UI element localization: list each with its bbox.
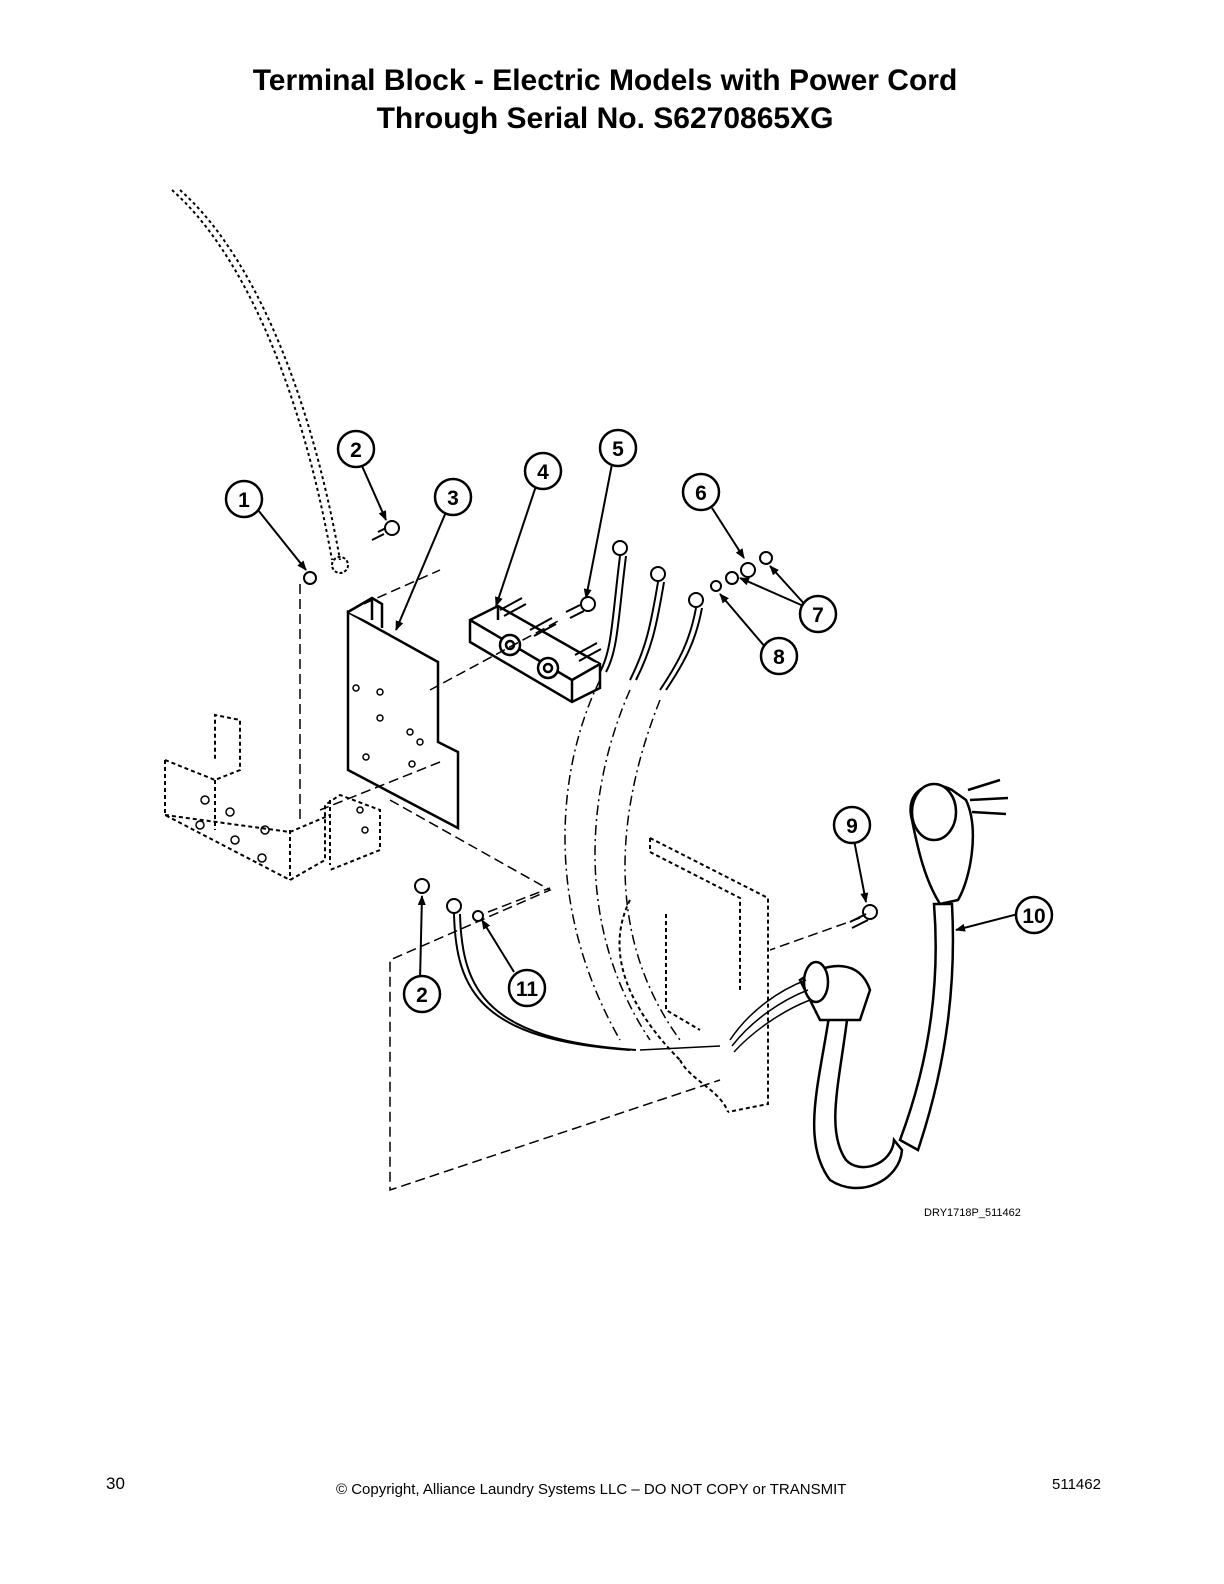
ring-terminal-c: [688, 592, 704, 608]
terminal-wires: [453, 555, 703, 1051]
document-number: 511462: [1052, 1476, 1101, 1493]
routed-wires-dashed: [564, 679, 681, 1041]
base-bracket: [164, 713, 381, 882]
mounting-plate: [346, 596, 460, 831]
nut-7: [759, 551, 773, 565]
terminal-studs: [499, 597, 602, 662]
svg-text:8: 8: [773, 646, 785, 669]
washer-8a: [710, 580, 722, 592]
page-title: Terminal Block - Electric Models with Po…: [0, 62, 1210, 138]
leader-arrows: [257, 463, 1019, 981]
callout-1: 1: [224, 479, 264, 519]
callout-5: 5: [598, 428, 638, 468]
lock-washer-1: [303, 571, 317, 585]
screw-5: [565, 604, 585, 619]
drawing-id: DRY1718P_511462: [924, 1207, 1021, 1219]
harness-ring-terminal: [331, 556, 349, 574]
terminal-block: [468, 604, 602, 704]
callout-8: 8: [759, 636, 799, 676]
title-line-1: Terminal Block - Electric Models with Po…: [252, 64, 958, 97]
callout-10: 10: [1014, 895, 1054, 935]
callout-2-bottom: 2: [402, 974, 442, 1014]
svg-text:6: 6: [695, 482, 707, 505]
callout-9: 9: [832, 805, 872, 845]
svg-text:10: 10: [1022, 905, 1045, 928]
copyright-notice: © Copyright, Alliance Laundry Systems LL…: [336, 1481, 847, 1498]
callouts: 1 2 3 4 5 6 7 8 9 10 2 11: [224, 428, 1054, 1014]
svg-text:9: 9: [846, 815, 858, 838]
callout-3: 3: [433, 477, 473, 517]
callout-7: 7: [798, 594, 838, 634]
nut-6: [740, 562, 756, 578]
callout-11: 11: [507, 968, 547, 1008]
ring-terminal-b: [650, 566, 666, 582]
outline-guides: [299, 569, 861, 1192]
svg-text:4: 4: [537, 461, 549, 484]
ring-terminal-a: [612, 540, 628, 556]
callout-2-top: 2: [336, 429, 376, 469]
cord-conductors: [639, 979, 811, 1053]
base-bracket-holes: [195, 795, 369, 863]
svg-text:2: 2: [350, 439, 362, 462]
power-cord: [798, 778, 1009, 1190]
screw-9: [862, 904, 878, 920]
wire-harness-upper: [171, 189, 341, 561]
page-number: 30: [106, 1474, 125, 1493]
svg-text:5: 5: [612, 438, 624, 461]
title-line-2: Through Serial No. S6270865XG: [376, 102, 834, 135]
callout-4: 4: [523, 451, 563, 491]
ring-terminal-ground: [446, 898, 462, 914]
screw-2-bottom: [414, 878, 430, 894]
washer-8b: [725, 571, 739, 585]
mounting-plate-holes: [352, 684, 424, 768]
svg-text:2: 2: [416, 984, 428, 1007]
svg-text:1: 1: [238, 489, 250, 512]
svg-text:7: 7: [812, 604, 824, 627]
callout-6: 6: [681, 472, 721, 512]
cabinet-panel: [618, 837, 769, 1113]
svg-text:3: 3: [447, 487, 459, 510]
svg-text:11: 11: [516, 978, 539, 1001]
